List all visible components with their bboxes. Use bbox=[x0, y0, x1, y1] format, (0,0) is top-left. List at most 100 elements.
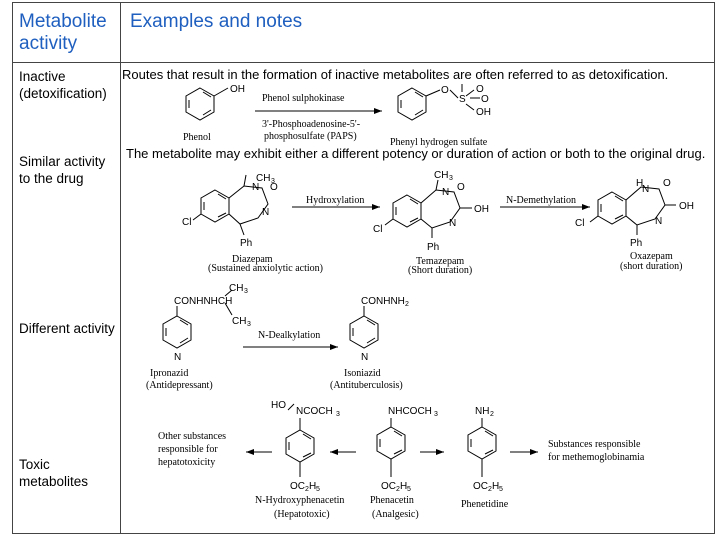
row-label-similar: Similar activity to the drug bbox=[19, 154, 106, 186]
svg-text:CH: CH bbox=[434, 170, 448, 181]
svg-text:OC: OC bbox=[473, 481, 488, 492]
row-label-different: Different activity bbox=[19, 321, 115, 336]
phenetidine-structure bbox=[467, 418, 497, 477]
svg-text:N: N bbox=[655, 216, 662, 227]
svg-text:Ph: Ph bbox=[240, 238, 252, 249]
svg-text:O: O bbox=[457, 182, 465, 193]
svg-text:H: H bbox=[400, 481, 407, 492]
diazepam-structure bbox=[192, 174, 269, 236]
svg-text:Cl: Cl bbox=[373, 224, 382, 235]
temazepam-desc: (Short duration) bbox=[408, 265, 472, 276]
n-demethylation-label: N-Demethylation bbox=[506, 195, 576, 206]
svg-text:O: O bbox=[270, 182, 278, 193]
svg-text:H: H bbox=[636, 178, 643, 189]
diazepam-name: Diazepam bbox=[232, 254, 273, 265]
diazepam-desc: (Sustained anxiolytic action) bbox=[208, 263, 323, 274]
note-similar: The metabolite may exhibit either a diff… bbox=[126, 146, 706, 161]
oxazepam-name: Oxazepam bbox=[630, 251, 673, 262]
n-hydroxyphenacetin-desc: (Hepatotoxic) bbox=[274, 509, 330, 520]
phenacetin-name: Phenacetin bbox=[370, 495, 414, 506]
svg-text:O: O bbox=[481, 94, 489, 105]
phenetidine-name: Phenetidine bbox=[461, 499, 509, 510]
ipronazid-desc: (Antidepressant) bbox=[146, 380, 213, 391]
svg-text:2: 2 bbox=[405, 301, 409, 308]
svg-text:OH: OH bbox=[230, 84, 245, 95]
svg-text:5: 5 bbox=[407, 486, 411, 493]
cofactor-label-1: 3'-Phosphoadenosine-5'- bbox=[262, 119, 360, 130]
header-metabolite-activity: Metabolite activity bbox=[19, 11, 107, 54]
oxazepam-desc: (short duration) bbox=[620, 261, 683, 272]
header-divider bbox=[13, 62, 714, 63]
svg-text:HO: HO bbox=[271, 400, 286, 411]
svg-text:2: 2 bbox=[305, 486, 309, 493]
svg-text:CH: CH bbox=[256, 173, 270, 184]
n-dealkylation-label: N-Dealkylation bbox=[258, 330, 320, 341]
svg-text:N: N bbox=[252, 182, 259, 193]
svg-text:3: 3 bbox=[244, 288, 248, 295]
svg-text:OC: OC bbox=[290, 481, 305, 492]
svg-text:3: 3 bbox=[247, 321, 251, 328]
isoniazid-desc: (Antituberculosis) bbox=[330, 380, 403, 391]
svg-text:N: N bbox=[449, 218, 456, 229]
svg-text:N: N bbox=[174, 352, 181, 363]
svg-text:Ph: Ph bbox=[427, 242, 439, 253]
svg-text:NHCOCH: NHCOCH bbox=[388, 406, 432, 417]
svg-text:5: 5 bbox=[499, 486, 503, 493]
methemoglobinamia-note-1: Substances responsible bbox=[548, 439, 641, 450]
svg-text:OH: OH bbox=[476, 107, 491, 118]
svg-text:N: N bbox=[361, 352, 368, 363]
svg-text:S: S bbox=[459, 94, 466, 105]
methemoglobinamia-note-2: for methemoglobinamia bbox=[548, 452, 645, 463]
hepatotoxicity-note-2: responsible for bbox=[158, 444, 218, 455]
svg-text:3: 3 bbox=[336, 411, 340, 418]
phenacetin-desc: (Analgesic) bbox=[372, 509, 419, 520]
hepatotoxicity-note-1: Other substances bbox=[158, 431, 226, 442]
svg-text:5: 5 bbox=[316, 486, 320, 493]
svg-text:3: 3 bbox=[434, 411, 438, 418]
svg-text:Cl: Cl bbox=[182, 217, 191, 228]
svg-text:NH: NH bbox=[475, 406, 489, 417]
column-divider bbox=[120, 3, 121, 533]
svg-text:H: H bbox=[309, 481, 316, 492]
svg-text:N: N bbox=[642, 184, 649, 195]
n-hydroxyphenacetin-structure bbox=[285, 403, 315, 477]
ipronazid-structure bbox=[162, 289, 233, 349]
temazepam-structure bbox=[384, 179, 472, 238]
phenol-structure bbox=[185, 87, 229, 121]
svg-text:O: O bbox=[476, 84, 484, 95]
row-label-inactive: Inactive (detoxification) bbox=[19, 69, 107, 101]
svg-text:CH: CH bbox=[229, 283, 243, 294]
svg-text:Cl: Cl bbox=[575, 218, 584, 229]
hepatotoxicity-note-3: hepatotoxicity bbox=[158, 457, 215, 468]
phenol-label: Phenol bbox=[183, 132, 211, 143]
metabolite-table: Metabolite activity Examples and notes I… bbox=[12, 2, 715, 534]
svg-text:OH: OH bbox=[474, 204, 489, 215]
svg-text:N: N bbox=[442, 187, 449, 198]
oxazepam-structure bbox=[589, 186, 676, 235]
svg-text:O: O bbox=[441, 85, 449, 96]
svg-text:CONHNH: CONHNH bbox=[361, 296, 405, 307]
svg-text:NCOCH: NCOCH bbox=[296, 406, 333, 417]
svg-text:3: 3 bbox=[271, 178, 275, 185]
svg-text:OH: OH bbox=[679, 201, 694, 212]
svg-text:H: H bbox=[492, 481, 499, 492]
svg-text:CONHNHCH: CONHNHCH bbox=[174, 296, 232, 307]
phenyl-sulfate-label: Phenyl hydrogen sulfate bbox=[390, 137, 488, 148]
temazepam-name: Temazepam bbox=[416, 256, 464, 267]
svg-text:3: 3 bbox=[449, 175, 453, 182]
svg-text:Ph: Ph bbox=[630, 238, 642, 249]
svg-text:O: O bbox=[663, 178, 671, 189]
header-examples-notes: Examples and notes bbox=[130, 11, 303, 32]
svg-text:2: 2 bbox=[490, 411, 494, 418]
hydroxylation-label: Hydroxylation bbox=[306, 195, 364, 206]
cofactor-label-2: phosphosulfate (PAPS) bbox=[264, 131, 357, 142]
phenacetin-structure bbox=[376, 418, 406, 477]
svg-text:2: 2 bbox=[488, 486, 492, 493]
row-label-toxic: Toxic metabolites bbox=[19, 457, 89, 489]
svg-text:2: 2 bbox=[396, 486, 400, 493]
isoniazid-structure bbox=[349, 306, 379, 349]
enzyme-label: Phenol sulphokinase bbox=[262, 93, 345, 104]
svg-text:CH: CH bbox=[232, 316, 246, 327]
svg-text:OC: OC bbox=[381, 481, 396, 492]
